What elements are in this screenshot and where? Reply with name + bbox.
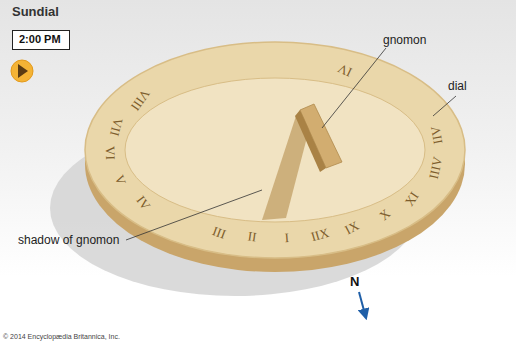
label-anchor: dial [448,79,467,93]
label-anchor: gnomon [383,33,426,47]
dial-center [125,78,425,222]
title-anchor: Sundial [12,4,59,19]
leader-line [433,96,456,116]
copyright-note: © 2014 Encyclopædia Britannica, Inc. [3,333,120,340]
label-anchor: © 2014 Encyclopædia Britannica, Inc. [3,333,120,340]
title: Sundial [12,4,59,19]
label-anchor: shadow of gnomon [18,233,119,247]
dial-numeral: I [284,231,289,245]
play-button [11,60,33,82]
label-anchor: I [284,231,289,245]
dial-numeral: VI [103,146,117,160]
time-text: 2:00 PM [19,33,63,46]
label-anchor: N [350,274,359,289]
part-label: gnomon [383,33,426,47]
play-icon [18,64,28,78]
north-arrow [359,292,366,318]
dial-face [85,42,465,258]
leader-line [322,48,386,128]
part-label: shadow of gnomon [18,233,119,247]
compass-label: N [350,274,359,289]
time-box: 2:00 PM [12,30,70,50]
leader-line [126,190,262,240]
gnomon-side [295,110,326,172]
label-anchor: VI [103,146,117,160]
part-label: dial [448,79,467,93]
